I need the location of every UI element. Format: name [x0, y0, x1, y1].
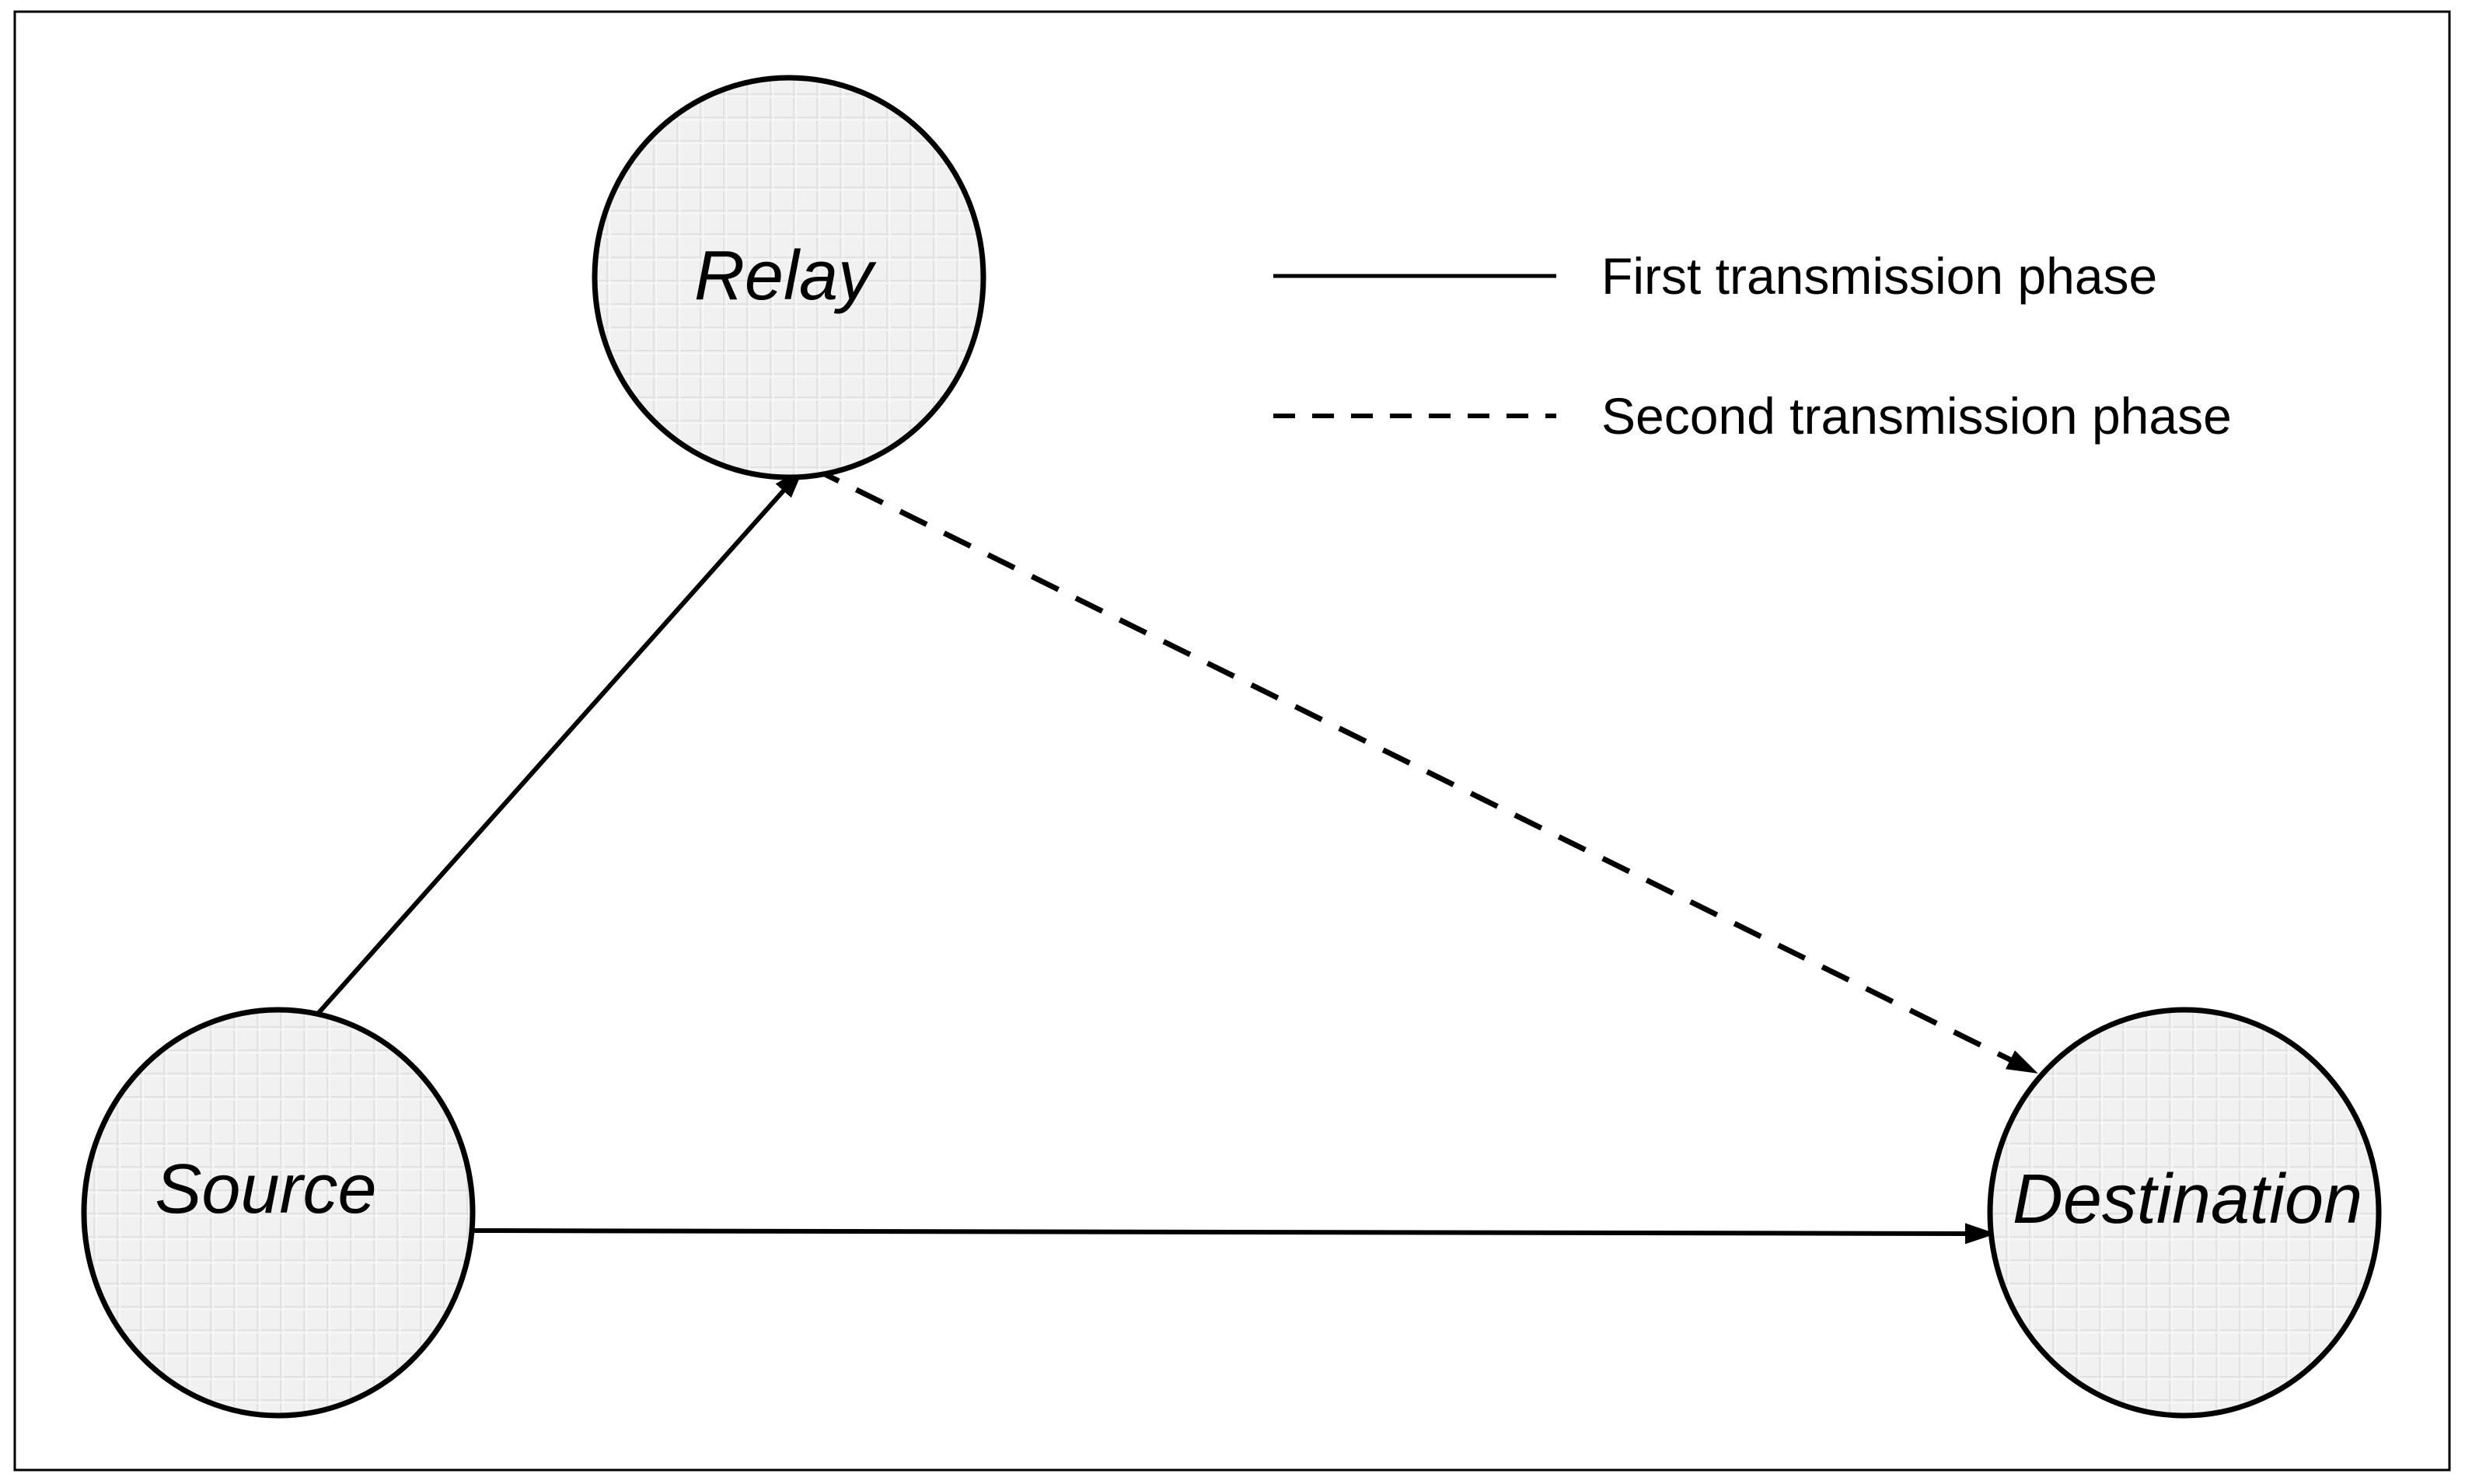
- node-relay: Relay: [592, 75, 986, 480]
- edge-source-to-relay-solid-arrow: [315, 467, 805, 1016]
- node-destination-label: Destination: [2013, 1161, 2362, 1238]
- node-source-label: Source: [155, 1151, 376, 1228]
- node-relay-label: Relay: [694, 237, 877, 315]
- node-destination: Destination: [1987, 1007, 2382, 1419]
- legend-first-phase-label: First transmission phase: [1601, 247, 2157, 305]
- legend-second-phase-label: Second transmission phase: [1601, 387, 2232, 445]
- legend-item-second-phase: Second transmission phase: [1273, 387, 2232, 445]
- node-relay-circle: [592, 75, 986, 480]
- node-source-circle: [81, 1007, 476, 1419]
- node-source: Source: [81, 1007, 476, 1419]
- legend: First transmission phase Second transmis…: [1273, 247, 2232, 445]
- legend-item-first-phase: First transmission phase: [1273, 247, 2157, 305]
- edge-relay-to-destination-dashed-arrow: [811, 465, 2038, 1076]
- node-destination-circle: [1987, 1007, 2382, 1419]
- edge-source-to-destination-solid-arrow: [471, 1223, 1996, 1245]
- diagram-border: [13, 10, 2451, 1472]
